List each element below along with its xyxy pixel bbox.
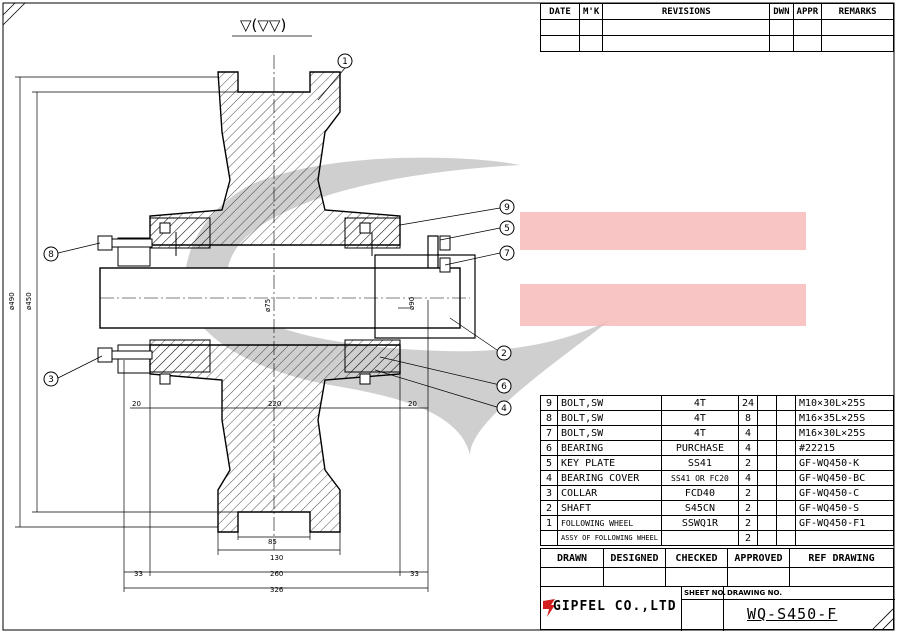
svg-text:8: 8 [48,250,54,260]
svg-text:4: 4 [501,404,507,414]
balloon-6: 6 [496,378,512,394]
bearing-cover-upper-left [149,217,211,249]
company-logo-icon [543,599,555,617]
watermark-red-band-upper [520,212,806,250]
signoff-designed: DESIGNED [603,548,666,568]
dimension-dia-450: ø450 [25,292,33,310]
surface-finish-symbol: ▽(▽▽) [240,16,286,34]
rev-header-appr: APPR [792,3,823,20]
collar-left [117,237,151,267]
svg-text:2: 2 [501,349,507,359]
watermark-red-band-lower [520,284,806,326]
dimension-33-left: 33 [134,570,143,578]
svg-text:3: 3 [48,375,54,385]
svg-text:6: 6 [501,382,507,392]
signoff-drawn: DRAWN [540,548,604,568]
dimension-20-left: 20 [132,400,141,408]
dimension-260: 260 [270,570,283,578]
leader-lines [57,67,501,409]
title-block: GIPFEL CO.,LTD SHEET NO. DRAWING NO. WQ-… [540,586,895,631]
balloon-8: 8 [43,246,59,262]
dimension-lines [15,76,429,592]
sheet-no-label: SHEET NO. [684,589,726,597]
signoff-checked: CHECKED [665,548,728,568]
dimension-326: 326 [270,586,284,594]
bearing-cover-lower-right [344,339,401,373]
dimension-dia-90: ø90 [408,297,416,310]
rev-header-date: DATE [540,3,580,20]
drawing-no-label: DRAWING NO. [727,589,782,597]
wheel-lower-half [149,344,401,533]
balloon-3: 3 [43,371,59,387]
svg-text:9: 9 [504,203,510,213]
dimension-dia-75: ø75 [264,299,272,312]
svg-text:1: 1 [342,57,348,67]
balloon-4: 4 [496,400,512,416]
signoff-ref-drawing: REF DRAWING [789,548,894,568]
drawing-number: WQ-S450-F [747,605,838,623]
rev-header-remarks: REMARKS [821,3,894,20]
dimension-20-right: 20 [408,400,417,408]
signoff-table: DRAWN DESIGNED CHECKED APPROVED REF DRAW… [540,548,894,587]
signoff-approved: APPROVED [727,548,790,568]
rev-header-dwn: DWN [769,3,794,20]
balloon-2: 2 [496,345,512,361]
bearing-cover-lower-left [149,339,211,373]
balloon-5: 5 [499,220,515,236]
company-name: GIPFEL CO.,LTD [553,599,677,614]
dimension-85: 85 [268,538,277,546]
dimension-dia-490: ø490 [8,292,16,310]
dimension-33-right: 33 [410,570,419,578]
rev-header-mk: M'K [578,3,604,20]
balloon-9: 9 [499,199,515,215]
dimension-130: 130 [270,554,283,562]
svg-text:5: 5 [504,224,510,234]
rev-header-revisions: REVISIONS [602,3,771,20]
balloon-1: 1 [337,53,353,69]
dimension-220: 220 [268,400,281,408]
wheel-upper-half [149,71,401,246]
balloon-7: 7 [499,245,515,261]
svg-text:7: 7 [504,249,510,259]
shaft [99,254,476,339]
revisions-table: DATE M'K REVISIONS DWN APPR REMARKS [540,3,894,52]
